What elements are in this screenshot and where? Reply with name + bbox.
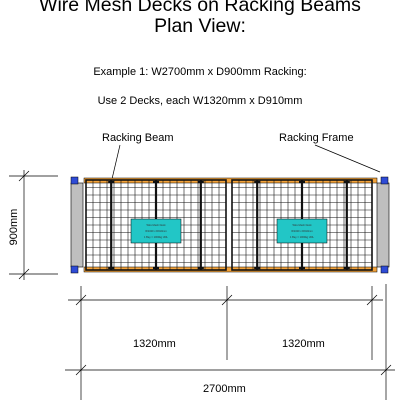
frame-end-top-right [380,176,389,185]
racking-beam-callout: Racking Beam [102,132,174,144]
depth-dimension-label: 900mm [8,208,20,246]
diagram-title: Wire Mesh Decks on Racking Beams [39,0,361,16]
deck-tag-left-line1: Wire Mesh Deck [146,223,166,227]
deck-tag-left-line3: 1 Bay = 1000kg UDL [144,235,169,239]
racking-beam-front [83,177,378,184]
racking-beam-back [83,266,378,273]
deck-tag-right: Wire Mesh Deck W1320 x D910mm 1 Bay = 10… [276,218,328,244]
frame-end-bottom-right [380,265,389,274]
frame-end-bottom-left [70,265,79,274]
dimension-lines [9,144,395,400]
deck-tag-left-line2: W1320 x D910mm [145,229,166,233]
deck-2-width-label: 1320mm [282,338,325,350]
racking-frame-callout: Racking Frame [279,132,354,144]
deck-1-width-label: 1320mm [133,338,176,350]
diagram-subtitle: Plan View: [154,15,246,37]
frame-end-top-left [70,176,79,185]
example-text: Example 1: W2700mm x D900mm Racking: [93,66,307,78]
deck-tag-right-line2: W1320 x D910mm [291,229,312,233]
deck-tag-right-line3: 1 Bay = 1000kg UDL [290,235,315,239]
upright-right [376,182,390,268]
total-width-label: 2700mm [203,383,246,395]
deck-tag-right-line1: Wire Mesh Deck [292,223,312,227]
deck-tag-left: Wire Mesh Deck W1320 x D910mm 1 Bay = 10… [130,218,182,244]
upright-left [70,182,84,268]
deck-recommendation-text: Use 2 Decks, each W1320mm x D910mm [97,95,303,107]
